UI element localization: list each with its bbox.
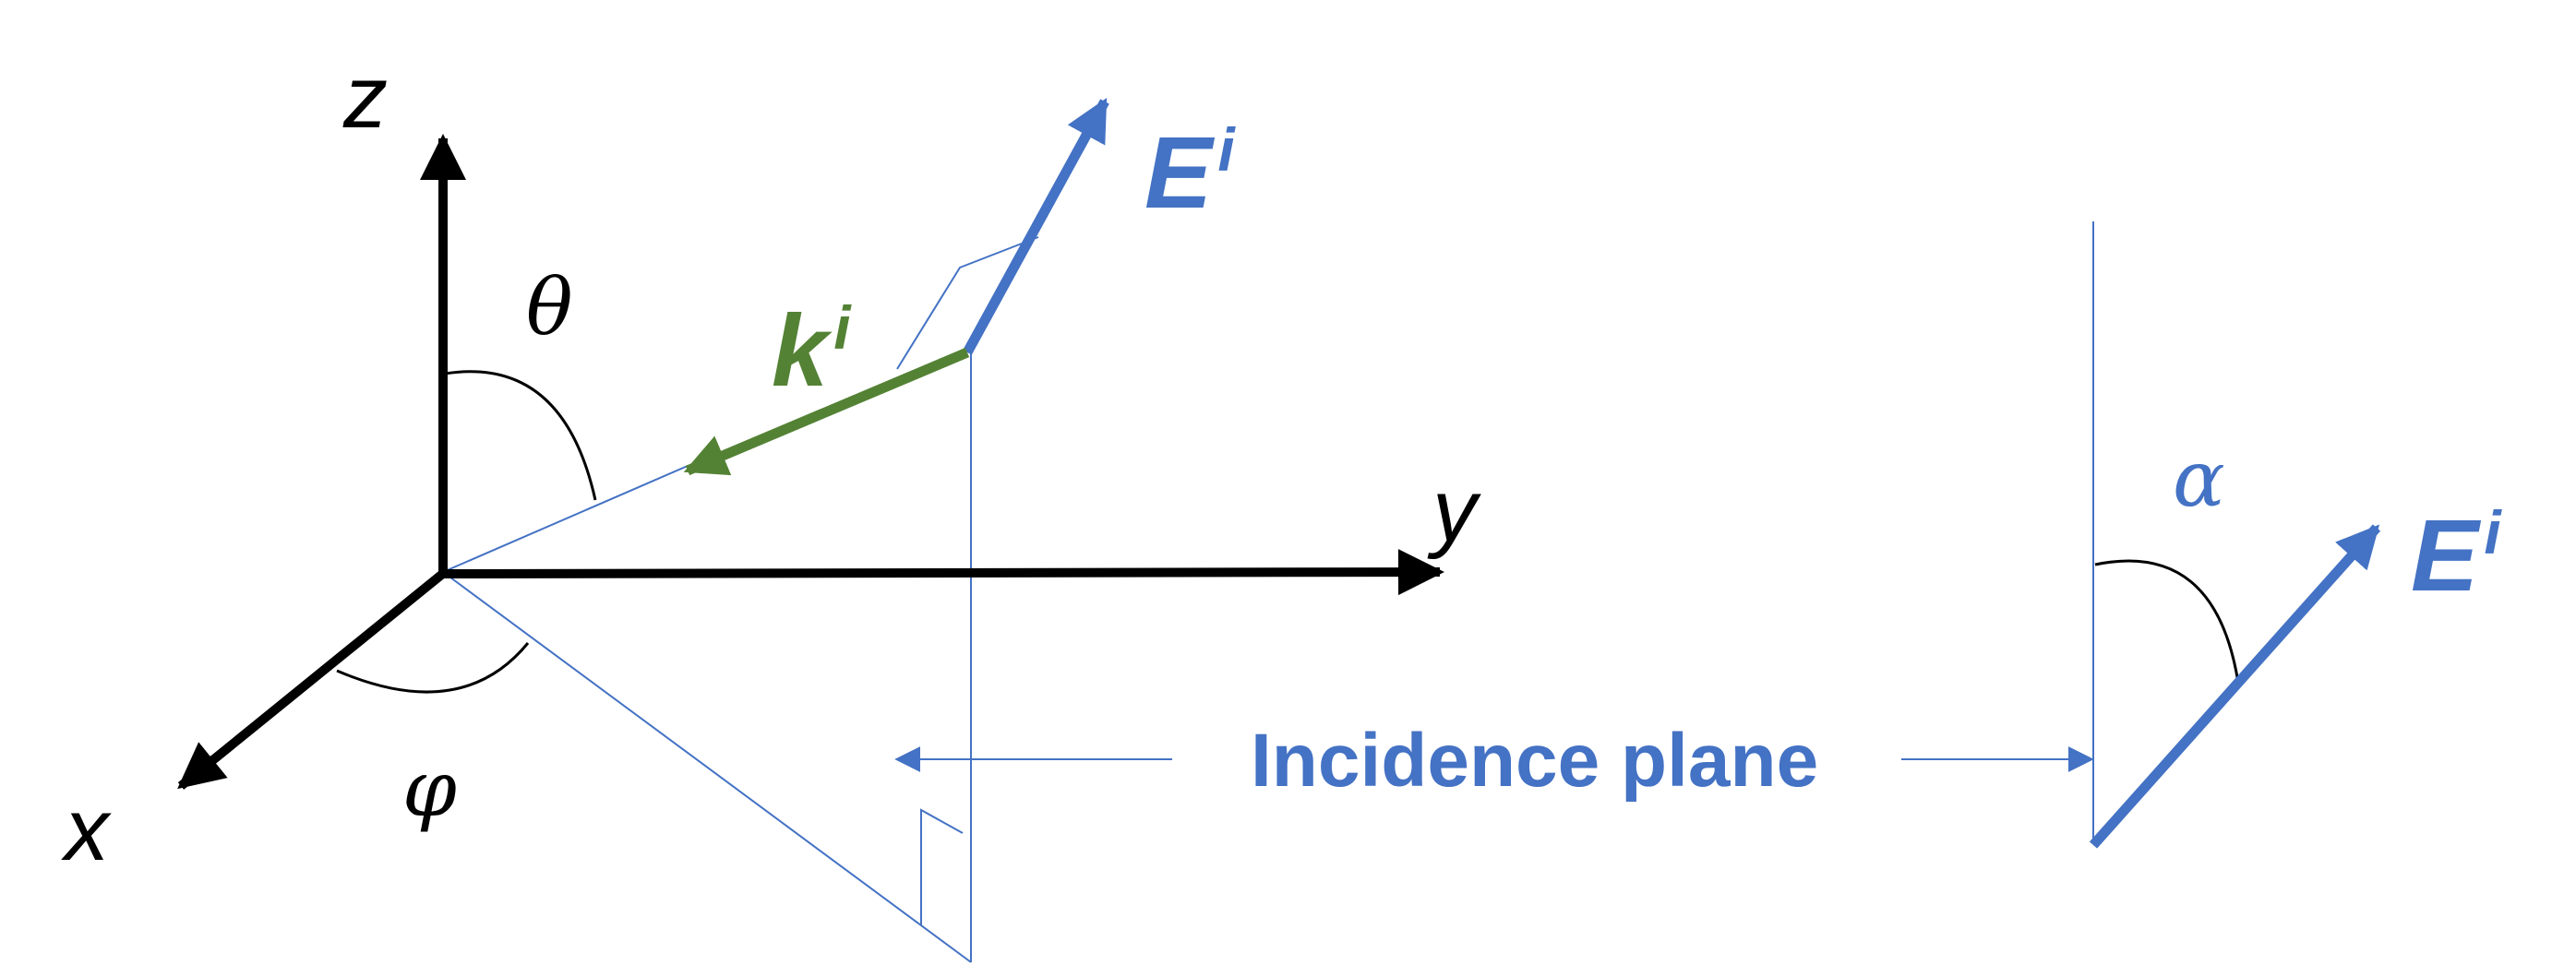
y-axis	[440, 549, 1444, 596]
y-axis-label: y	[1427, 461, 1481, 560]
theta-arc	[444, 370, 597, 501]
e-vector-label-right: Ei	[2411, 498, 2502, 613]
theta-label: θ	[526, 262, 573, 352]
e-vector-symbol: E	[1144, 116, 1216, 230]
k-vector-label: ki	[772, 293, 852, 408]
x-axis	[177, 568, 449, 790]
alpha-arc	[2094, 559, 2240, 684]
right-angle-marker-top	[896, 236, 1039, 370]
phi-arc	[336, 642, 530, 694]
alpha-label: α	[2173, 434, 2225, 524]
origin-to-floor-line	[442, 571, 972, 963]
axes	[177, 134, 1444, 790]
e-field-vector	[963, 97, 1109, 355]
e-vector-superscript: i	[1217, 115, 1236, 184]
e-vector-right-symbol: E	[2411, 499, 2482, 613]
z-axis-label: z	[342, 48, 388, 147]
k-wave-vector	[683, 347, 970, 476]
construction-lines	[442, 221, 2094, 963]
k-vector-superscript: i	[833, 293, 852, 362]
origin-to-k-line	[442, 465, 689, 573]
e-field-vector-right	[2089, 524, 2381, 849]
e-vector-label: Ei	[1144, 115, 1236, 230]
incidence-plane-label: Incidence plane	[1251, 719, 1818, 803]
angle-arcs	[336, 370, 2240, 694]
x-axis-label: x	[61, 780, 112, 879]
phi-label: φ	[402, 744, 457, 834]
right-angle-marker-bottom	[920, 808, 964, 925]
k-vector-symbol: k	[772, 294, 833, 408]
e-vector-right-superscript: i	[2484, 498, 2502, 566]
